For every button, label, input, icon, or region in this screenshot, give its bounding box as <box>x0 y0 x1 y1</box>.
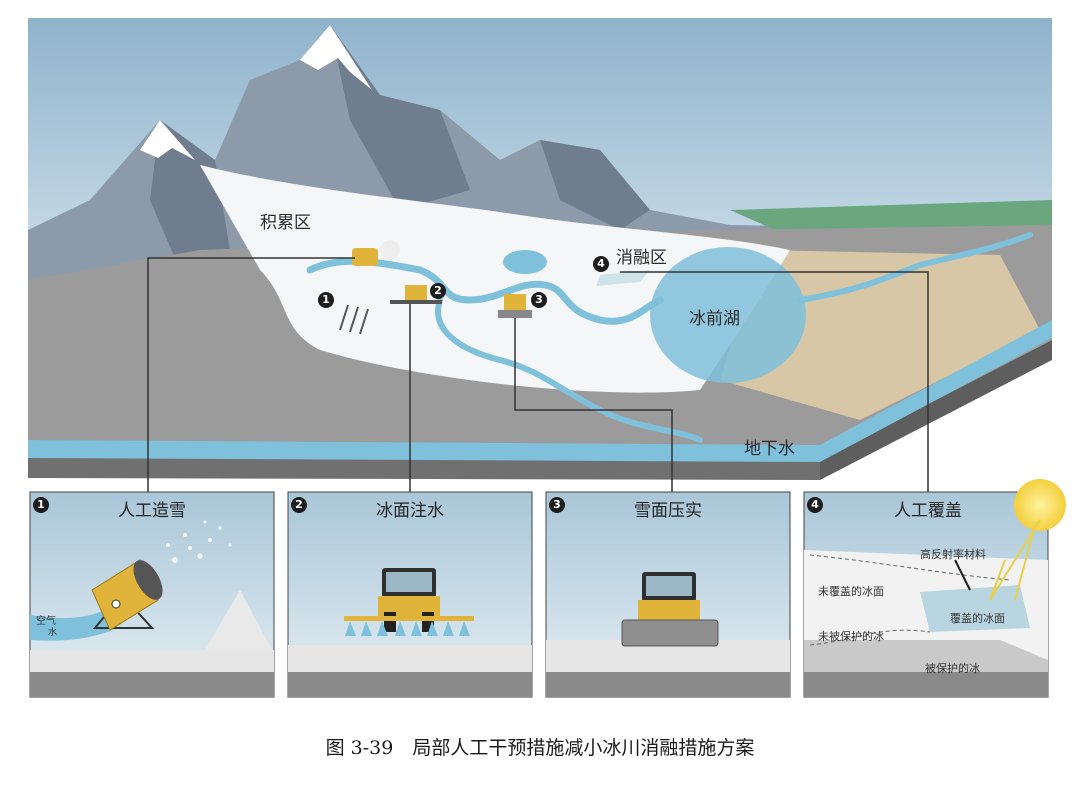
panel-1-title: 人工造雪 <box>118 501 186 521</box>
reflective-cover <box>920 585 1030 632</box>
ablation-zone-label: 消融区 <box>616 248 667 268</box>
pipe <box>30 606 118 641</box>
high-reflectance-label: 高反射率材料 <box>920 548 986 561</box>
snow-roller <box>621 572 719 647</box>
panel-4-number: 4 <box>807 497 823 513</box>
tractor-sprayer <box>344 568 474 632</box>
meltwater-stream-2 <box>435 297 703 443</box>
map-marker-4: 4 <box>593 256 609 272</box>
map-marker-1: 1 <box>318 292 334 308</box>
map-stakes <box>339 304 369 335</box>
snow-cannon <box>91 559 163 631</box>
panel-3 <box>545 491 791 698</box>
panel-4 <box>803 479 1066 698</box>
water-jets <box>345 621 470 636</box>
map-snow-cannon <box>352 240 400 266</box>
groundwater-label: 地下水 <box>744 439 795 459</box>
panel-1 <box>29 491 275 698</box>
meltwater-stream <box>306 257 664 325</box>
groundwater-band <box>28 320 1052 462</box>
uncovered-ice-label: 未覆盖的冰面 <box>818 585 884 598</box>
map-marker-2: 2 <box>430 283 446 299</box>
covered-ice-label: 覆盖的冰面 <box>950 612 1005 625</box>
callout-line <box>954 559 971 591</box>
snow-peak-2 <box>140 120 195 160</box>
panel-1-air-label: 空气 <box>36 616 56 627</box>
front-face <box>28 455 820 480</box>
outflow-river <box>797 232 1033 303</box>
glacier <box>200 165 790 393</box>
panel-3-number: 3 <box>549 497 565 513</box>
snow-peak-1 <box>300 25 372 90</box>
unprotected-ice-label: 未被保护的冰 <box>818 630 884 643</box>
side-face <box>820 340 1052 480</box>
panel-3-title: 雪面压实 <box>634 501 702 521</box>
proglacial-lake-shape <box>650 247 806 383</box>
protected-boundary <box>809 629 931 646</box>
map-marker-3: 3 <box>531 292 547 308</box>
connector-lines <box>147 257 929 492</box>
map-roller <box>498 294 532 318</box>
panel-2-title: 冰面注水 <box>376 501 444 521</box>
connector-4 <box>620 271 929 492</box>
panel-2-number: 2 <box>291 497 307 513</box>
map-tractor <box>390 285 442 304</box>
sun-rays <box>989 519 1041 601</box>
mountain-shadow-3 <box>540 140 650 230</box>
sun <box>1014 479 1066 531</box>
mountain-shadow <box>330 25 470 210</box>
panel-4-title: 人工覆盖 <box>894 501 962 521</box>
connector-3 <box>514 318 673 492</box>
connector-1 <box>147 257 355 492</box>
small-pond <box>503 250 547 274</box>
map-cover-sheet <box>596 270 650 286</box>
snow-pile <box>205 590 272 650</box>
terrain-block <box>28 18 1052 480</box>
accumulation-zone-label: 积累区 <box>260 213 311 233</box>
mountain-shadow-2 <box>150 120 230 270</box>
protected-ice-label: 被保护的冰 <box>925 662 980 675</box>
panel-1-water-label: 水 <box>48 628 58 638</box>
panel-2 <box>287 491 533 698</box>
panel-1-number: 1 <box>33 497 49 513</box>
figure-caption: 图 3-39 局部人工干预措施减小冰川消融措施方案 <box>325 737 755 759</box>
proglacial-lake-label: 冰前湖 <box>689 309 740 329</box>
snow-spray <box>166 520 232 563</box>
